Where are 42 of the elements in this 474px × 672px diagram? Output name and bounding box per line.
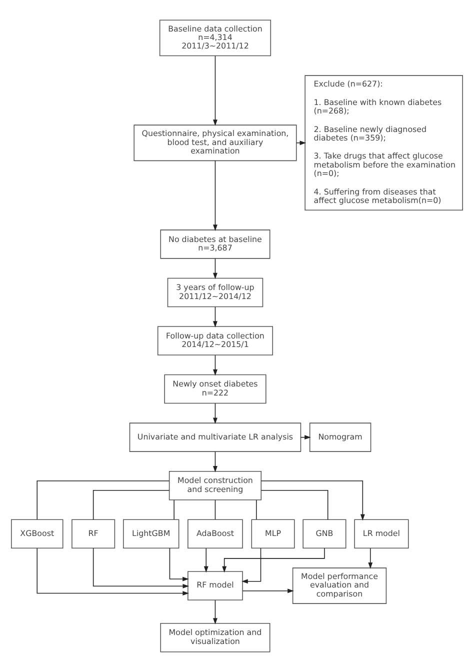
node-box: MLP	[251, 519, 295, 549]
node-box: LR model	[354, 519, 409, 549]
node-box: RF model	[188, 571, 243, 600]
node-box: Follow-up data collection 2014/12~2015/1	[157, 326, 274, 356]
node-box: Exclude (n=627): 1. Baseline with known diabetes (n=268); 2. Baseline newly diagnosed diabetes (n=359); 3. Take drugs that affect glucose metabolism before the examination (n=0); 4. Suffering from diseases that affect glucose metabolism(n=0)	[304, 75, 463, 211]
arrow	[213, 306, 218, 328]
node-box: Newly onset diabetes n=222	[164, 374, 266, 404]
arrow	[36, 548, 189, 596]
node-box: Model performance evaluation and comparison	[292, 568, 387, 604]
arrow	[213, 258, 218, 280]
node-box: Questionnaire, physical examination, blood test, and auxiliary examination	[134, 124, 297, 162]
node-box: Baseline data collection n=4,314 2011/3~2011/12	[159, 20, 272, 56]
arrow	[260, 480, 365, 521]
connector	[214, 500, 216, 520]
arrow	[213, 600, 218, 624]
node-box: XGBoost	[11, 519, 64, 549]
node-box: Model construction and screening	[168, 470, 262, 500]
arrow	[242, 548, 262, 584]
arrow	[213, 354, 218, 376]
arrow	[204, 548, 208, 573]
node-box: 3 years of follow-up 2011/12~2014/12	[167, 278, 264, 308]
node-box: Model optimization and visualization	[160, 622, 270, 652]
connector	[36, 480, 170, 520]
node-box: RF	[72, 519, 116, 549]
connector	[256, 500, 257, 520]
node-box: No diabetes at baseline n=3,687	[160, 230, 270, 259]
arrow	[242, 588, 294, 594]
arrow	[213, 403, 218, 424]
arrow	[296, 140, 306, 146]
arrow	[213, 56, 218, 126]
connector	[260, 490, 328, 520]
node-box: Nomogram	[309, 422, 372, 452]
arrow	[213, 451, 218, 472]
node-box: AdaBoost	[188, 519, 243, 549]
arrow	[368, 548, 373, 569]
node-box: LightGBM	[123, 519, 180, 549]
node-box: GNB	[302, 519, 346, 549]
arrow	[169, 548, 189, 582]
connector	[92, 490, 170, 520]
arrow	[92, 548, 190, 588]
node-box: Univariate and multivariate LR analysis	[129, 422, 302, 452]
arrow	[213, 160, 218, 231]
